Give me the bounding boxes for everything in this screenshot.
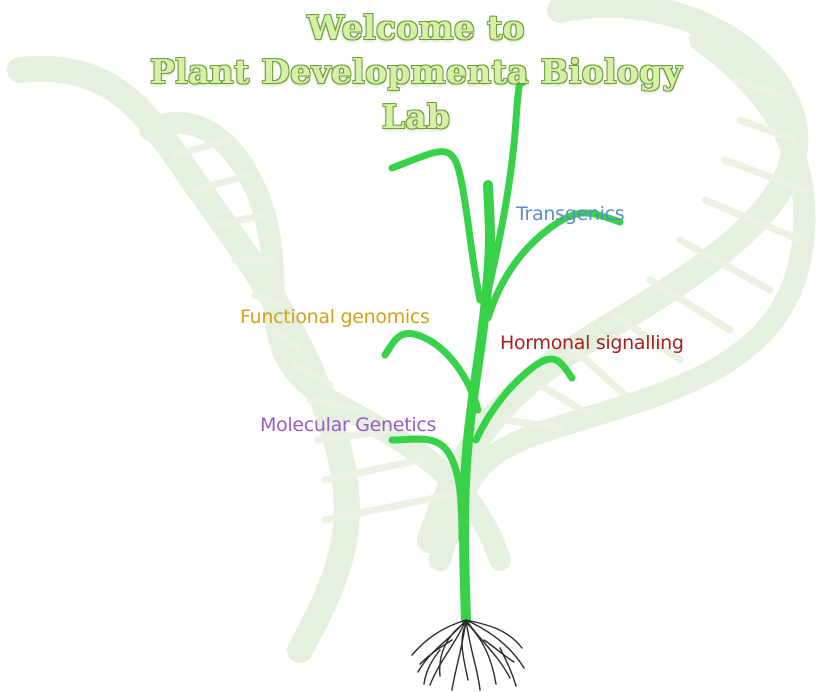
mid-left-leaf bbox=[381, 330, 482, 414]
mid-right-leaf bbox=[472, 355, 576, 444]
upper-left-leaf bbox=[388, 148, 484, 304]
title-line-1: Welcome to bbox=[307, 8, 525, 47]
title-line-2: Plant Developmenta Biology bbox=[150, 52, 682, 91]
top-leaf bbox=[482, 76, 528, 304]
roots bbox=[411, 619, 525, 691]
label-transgenics: Transgenics bbox=[516, 203, 625, 225]
label-functional-genomics: Functional genomics bbox=[240, 306, 430, 328]
label-molecular-genetics: Molecular Genetics bbox=[260, 414, 437, 436]
label-hormonal-signalling: Hormonal signalling bbox=[500, 332, 684, 354]
upper-right-leaf bbox=[484, 209, 624, 322]
lower-left-leaf bbox=[388, 435, 466, 544]
title-line-3: Lab bbox=[381, 97, 451, 136]
